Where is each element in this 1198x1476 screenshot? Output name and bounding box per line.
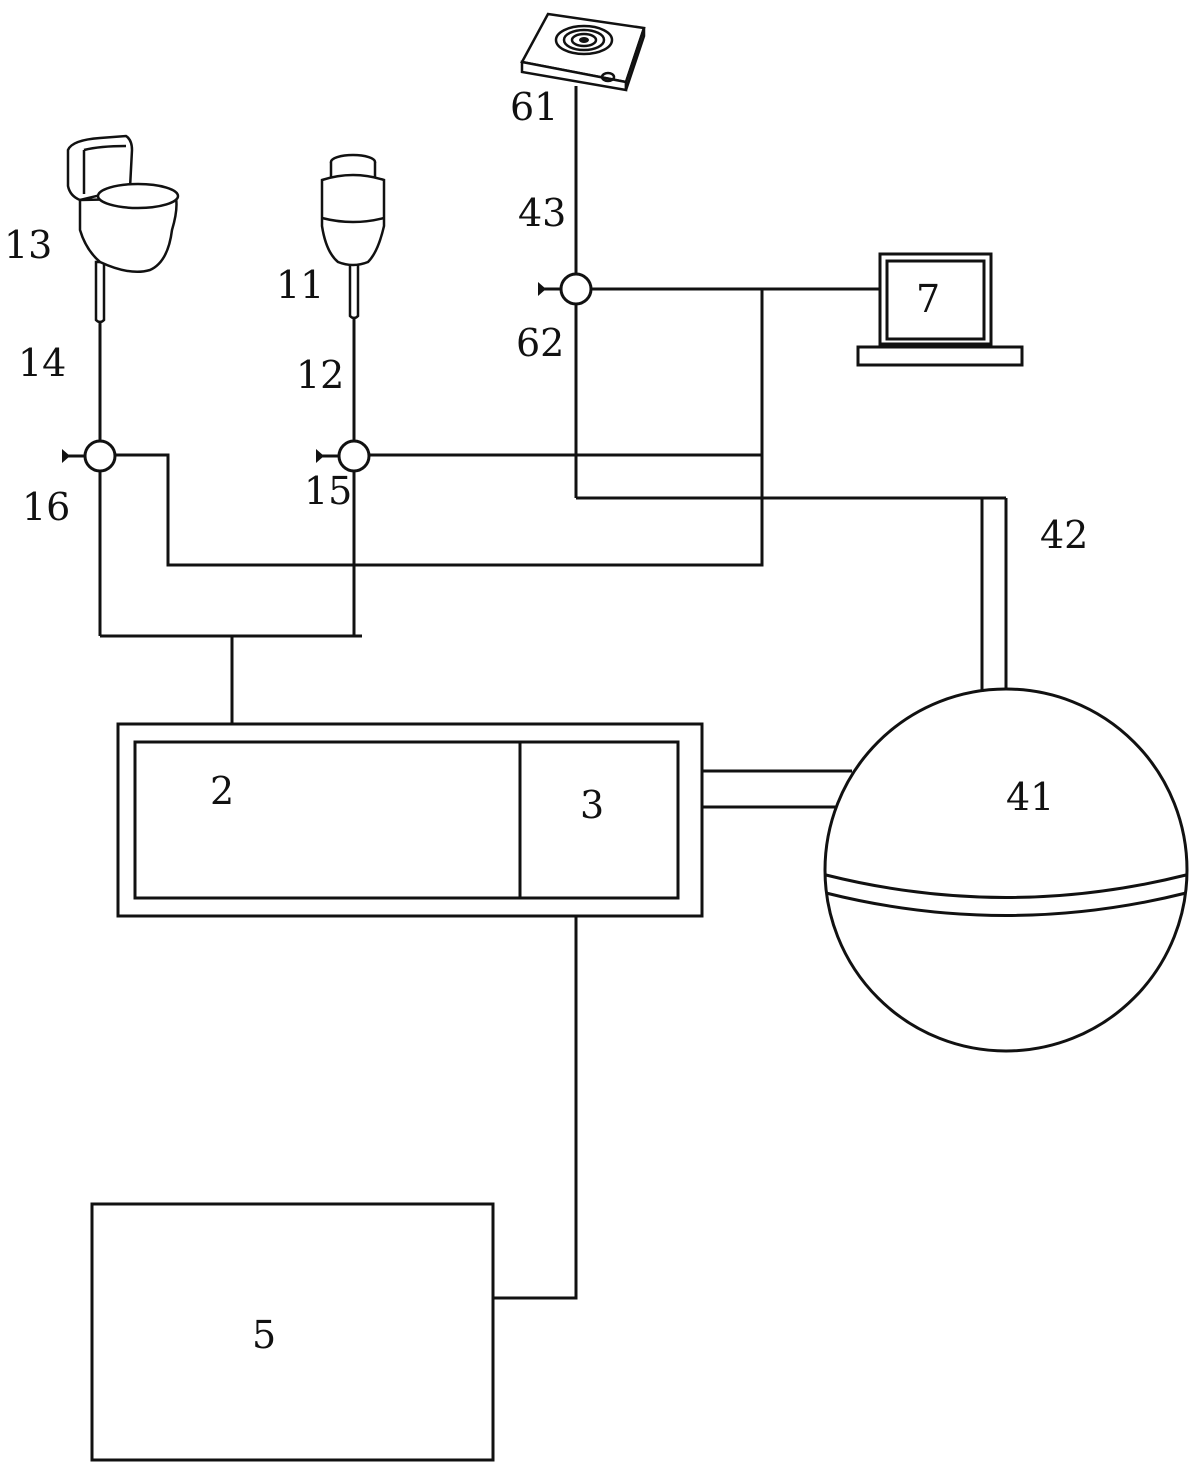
label-toilet: 13 [4, 223, 52, 267]
label-box-right: 3 [580, 783, 604, 827]
label-storage: 5 [252, 1313, 276, 1357]
label-stove: 61 [510, 85, 558, 129]
label-box-left: 2 [210, 769, 234, 813]
label-disposer: 11 [276, 263, 324, 307]
gas-stove-icon [520, 12, 646, 92]
reference-labels: 13 14 16 11 12 15 61 43 62 7 42 2 3 41 5 [4, 85, 1088, 1357]
box-tank-pipe [702, 769, 852, 809]
label-tank: 41 [1006, 775, 1054, 819]
computer-icon [856, 252, 1024, 367]
connection-lines [98, 86, 982, 1300]
valve-icon [62, 439, 117, 473]
label-valve-right: 62 [516, 321, 564, 365]
valve-icon [538, 272, 593, 306]
label-disposer-pipe: 12 [296, 353, 344, 397]
label-valve-middle: 15 [304, 469, 352, 513]
label-computer: 7 [916, 277, 940, 321]
valve-icon [316, 439, 371, 473]
tank-pipe [980, 496, 1008, 692]
label-valve-left: 16 [22, 485, 70, 529]
label-toilet-pipe: 14 [18, 341, 66, 385]
process-unit [116, 722, 704, 918]
food-waste-disposer-icon [320, 153, 386, 320]
label-tank-pipe: 42 [1040, 513, 1088, 557]
label-gas-pipe: 43 [518, 191, 566, 235]
toilet-icon [66, 134, 180, 324]
spherical-tank-icon [823, 687, 1189, 1053]
storage-box [90, 1202, 495, 1462]
